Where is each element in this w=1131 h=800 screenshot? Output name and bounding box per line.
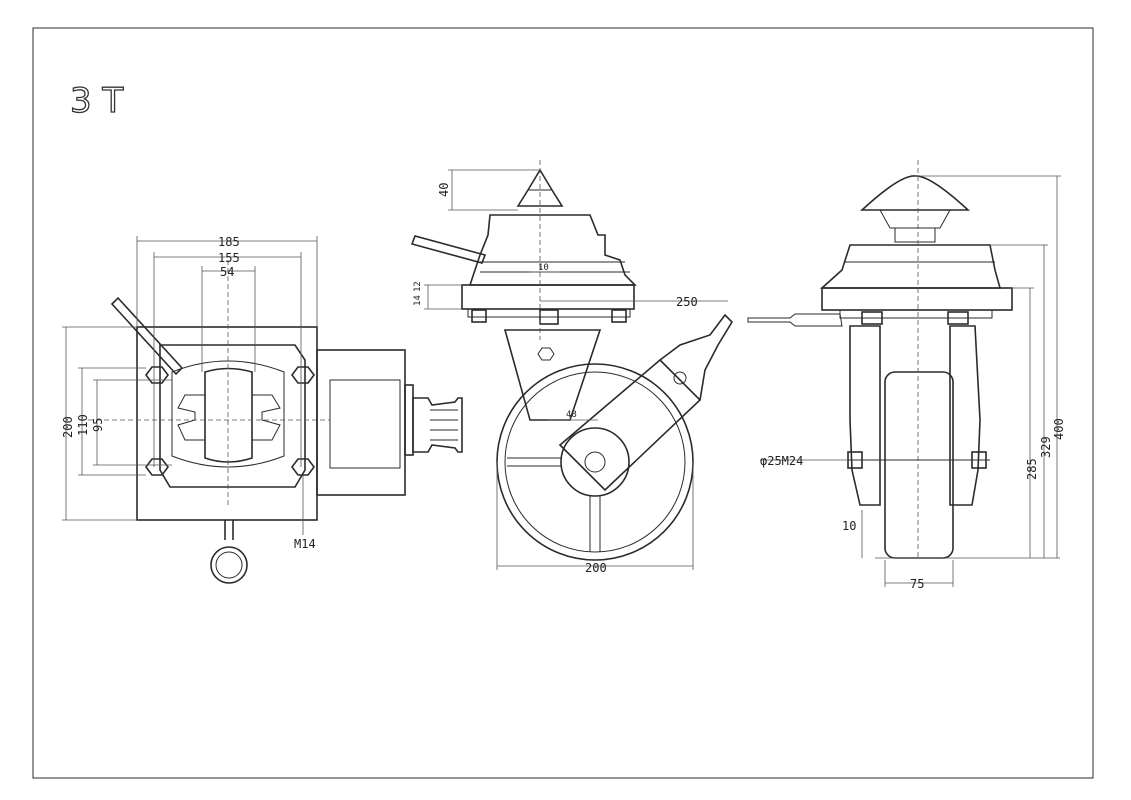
dim-height-overall-side: 400 (1052, 418, 1066, 440)
dim-height-overall: 200 (61, 416, 75, 438)
side-wheel (884, 371, 954, 559)
dim-wheel-diameter: 200 (585, 561, 607, 575)
bolt-head-icon (145, 366, 169, 384)
pull-ring-icon (210, 546, 248, 584)
dim-top-height: 40 (437, 183, 451, 197)
dim-width-holes: 155 (218, 251, 240, 265)
top-view: 185 155 54 200 110 95 M14 (61, 235, 463, 584)
dim-width-overall: 185 (218, 235, 240, 249)
sheet-border (32, 27, 1094, 779)
kingpin-cone (516, 168, 564, 207)
axle-label: φ25M24 (760, 454, 803, 468)
top-view-plate (136, 326, 318, 521)
dim-height-plate: 329 (1039, 436, 1053, 458)
dim-height-axle: 285 (1025, 458, 1039, 480)
dim-wheel-width: 75 (910, 577, 924, 591)
bolt-label: M14 (294, 537, 316, 551)
sheet-title: 3 T (70, 81, 123, 121)
dim-plate-gap: 10 (538, 263, 549, 273)
mount-plate (461, 284, 635, 310)
dim-ground-clearance: 10 (842, 519, 856, 533)
side-mount-plate (821, 287, 1013, 311)
front-view: 40 10 14 12 250 48 200 (410, 160, 734, 575)
dim-handle-reach: 250 (676, 295, 698, 309)
brake-lever (110, 296, 184, 376)
dim-height-center: 95 (91, 418, 105, 432)
swivel-fork (503, 329, 602, 421)
side-view: φ25M24 10 75 285 329 400 (747, 160, 1066, 591)
dim-offset: 48 (566, 410, 577, 420)
dim-plate-b: 12 (413, 281, 423, 292)
dim-height-holes: 110 (76, 414, 90, 436)
wheel-icon (496, 363, 694, 561)
dim-width-center: 54 (220, 265, 234, 279)
dim-plate-a: 14 (413, 295, 423, 306)
